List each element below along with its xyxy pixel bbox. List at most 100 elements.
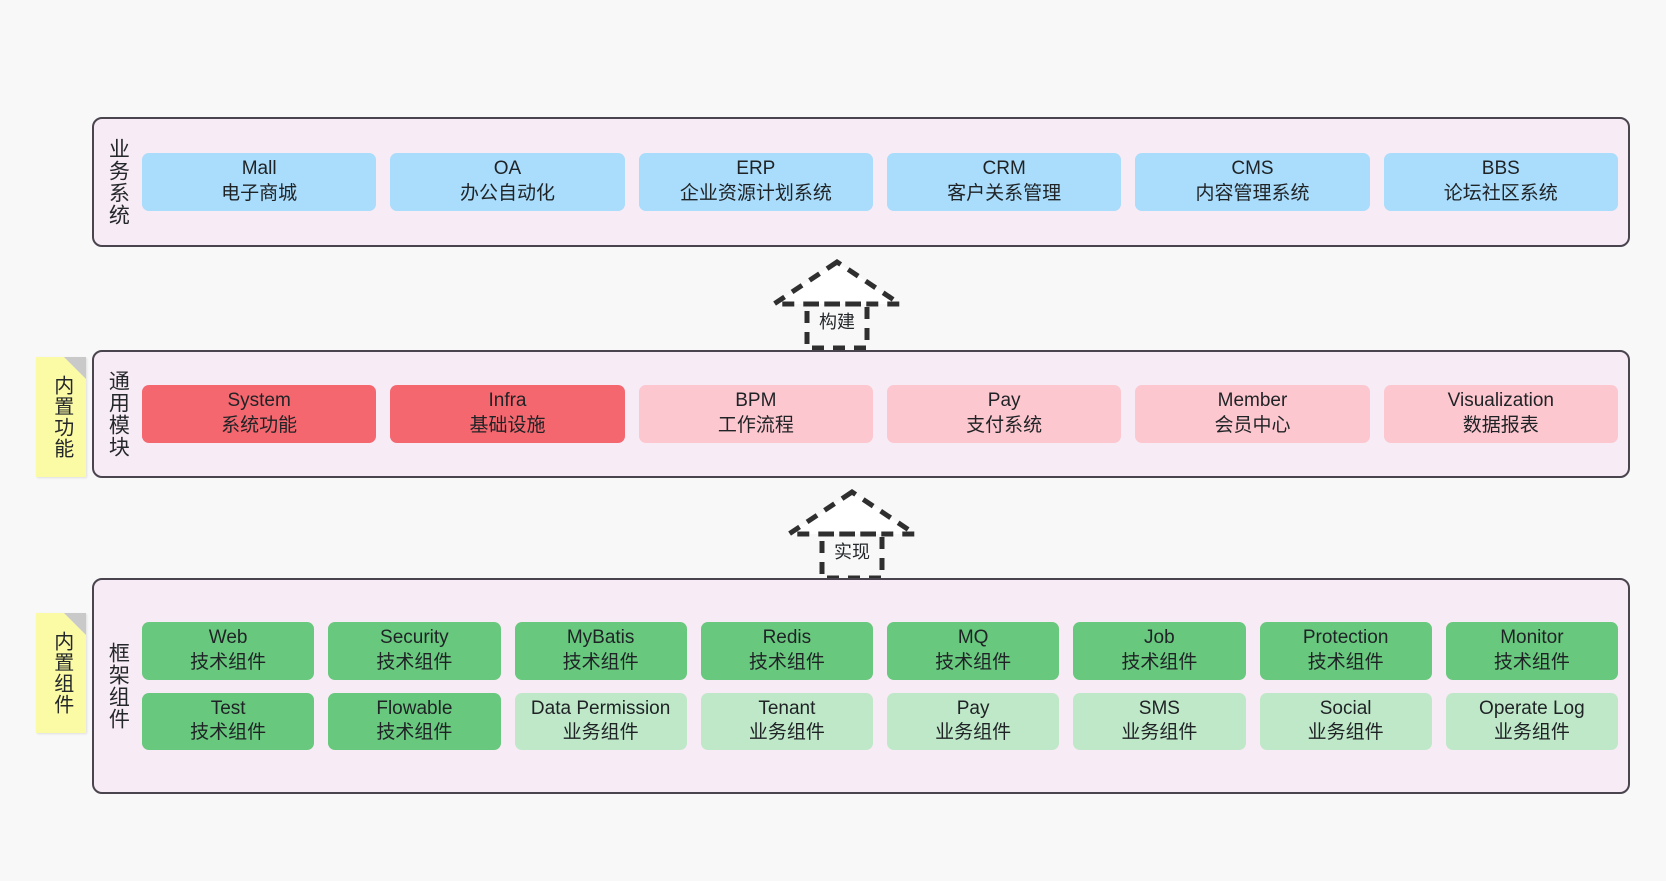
card-title: Web	[208, 627, 248, 649]
card-social[interactable]: Social 业务组件	[1259, 692, 1432, 750]
card-crm[interactable]: CRM 客户关系管理	[886, 153, 1122, 211]
card-title: System	[227, 390, 291, 412]
card-test[interactable]: Test 技术组件	[142, 692, 315, 750]
card-title: MQ	[957, 627, 989, 649]
card-subtitle: 客户关系管理	[947, 183, 1062, 204]
card-bpm[interactable]: BPM 工作流程	[638, 385, 873, 443]
card-row: System 系统功能 Infra 基础设施 BPM 工作流程 Pay 支付系统…	[142, 385, 1618, 443]
card-title: BBS	[1481, 158, 1520, 180]
layer-business-systems[interactable]: 业务系统 Mall 电子商城 OA 办公自动化 ERP 企业资源计划系统 CRM…	[92, 117, 1630, 247]
card-title: Security	[380, 627, 449, 649]
connector-implement-label: 实现	[834, 542, 870, 562]
card-mybatis[interactable]: MyBatis 技术组件	[514, 622, 687, 680]
card-redis[interactable]: Redis 技术组件	[700, 622, 873, 680]
card-title: Social	[1319, 697, 1372, 719]
card-subtitle: 系统功能	[221, 415, 298, 436]
sticky-note-label: 内置功能	[50, 375, 73, 459]
card-title: Mall	[241, 158, 277, 180]
card-cms[interactable]: CMS 内容管理系统	[1135, 153, 1370, 211]
card-subtitle: 工作流程	[717, 415, 794, 436]
card-title: Tenant	[758, 697, 816, 719]
card-row: Mall 电子商城 OA 办公自动化 ERP 企业资源计划系统 CRM 客户关系…	[142, 153, 1618, 211]
card-subtitle: 业务组件	[1307, 722, 1384, 744]
card-title: Operate Log	[1479, 697, 1585, 719]
generalization-arrow-icon	[780, 488, 924, 581]
card-title: Flowable	[376, 697, 453, 719]
layer-body-framework-components: Web 技术组件 Security 技术组件 MyBatis 技术组件 Redi…	[140, 580, 1628, 792]
card-subtitle: 企业资源计划系统	[679, 183, 832, 204]
card-title: CMS	[1231, 158, 1274, 180]
card-visualization[interactable]: Visualization 数据报表	[1383, 385, 1618, 443]
card-sms[interactable]: SMS 业务组件	[1073, 692, 1246, 750]
card-mq[interactable]: MQ 技术组件	[887, 622, 1060, 680]
card-subtitle: 技术组件	[1307, 651, 1384, 673]
card-subtitle: 技术组件	[748, 651, 825, 673]
card-subtitle: 会员中心	[1214, 415, 1291, 436]
card-subtitle: 数据报表	[1462, 415, 1539, 436]
card-subtitle: 技术组件	[190, 722, 267, 744]
layer-body-business-systems: Mall 电子商城 OA 办公自动化 ERP 企业资源计划系统 CRM 客户关系…	[140, 119, 1628, 245]
card-title: Member	[1217, 390, 1288, 412]
card-row-technical: Web 技术组件 Security 技术组件 MyBatis 技术组件 Redi…	[142, 622, 1618, 680]
card-row-business: Test 技术组件 Flowable 技术组件 Data Permission …	[142, 692, 1618, 750]
card-subtitle: 内容管理系统	[1195, 183, 1310, 204]
sticky-note-label: 内置组件	[50, 631, 73, 715]
card-subtitle: 办公自动化	[459, 183, 555, 204]
card-title: CRM	[982, 158, 1026, 180]
card-subtitle: 支付系统	[966, 415, 1043, 436]
card-monitor[interactable]: Monitor 技术组件	[1445, 622, 1618, 680]
connector-build-label: 构建	[819, 312, 855, 332]
card-operate-log[interactable]: Operate Log 业务组件	[1445, 692, 1618, 750]
card-subtitle: 业务组件	[1121, 722, 1198, 744]
card-bbs[interactable]: BBS 论坛社区系统	[1383, 153, 1618, 211]
card-infra[interactable]: Infra 基础设施	[390, 385, 625, 443]
card-pay[interactable]: Pay 支付系统	[886, 385, 1122, 443]
layer-body-common-modules: System 系统功能 Infra 基础设施 BPM 工作流程 Pay 支付系统…	[140, 352, 1628, 476]
card-subtitle: 技术组件	[935, 651, 1012, 673]
layer-framework-components[interactable]: 框架组件 Web 技术组件 Security 技术组件 MyBatis 技术组件…	[92, 578, 1630, 794]
card-subtitle: 业务组件	[748, 722, 825, 744]
layer-common-modules[interactable]: 通用模块 System 系统功能 Infra 基础设施 BPM 工作流程 Pay…	[92, 350, 1630, 478]
card-subtitle: 电子商城	[221, 183, 298, 204]
sticky-note-builtin-components: 内置组件	[36, 613, 86, 733]
card-mall[interactable]: Mall 电子商城	[142, 153, 377, 211]
card-subtitle: 技术组件	[1121, 651, 1198, 673]
card-title: BPM	[735, 390, 777, 412]
card-title: OA	[493, 158, 522, 180]
card-protection[interactable]: Protection 技术组件	[1259, 622, 1432, 680]
card-subtitle: 业务组件	[1493, 722, 1570, 744]
sticky-note-builtin-features: 内置功能	[36, 357, 86, 477]
card-data-permission[interactable]: Data Permission 业务组件	[514, 692, 687, 750]
card-system[interactable]: System 系统功能	[142, 385, 377, 443]
card-subtitle: 技术组件	[562, 651, 639, 673]
card-title: Data Permission	[530, 697, 671, 719]
connector-implement: 实现	[777, 488, 927, 581]
card-title: Test	[210, 697, 246, 719]
card-flowable[interactable]: Flowable 技术组件	[328, 692, 501, 750]
card-title: Protection	[1302, 627, 1389, 649]
card-oa[interactable]: OA 办公自动化	[390, 153, 625, 211]
card-subtitle: 业务组件	[562, 722, 639, 744]
card-subtitle: 技术组件	[376, 651, 453, 673]
card-title: Infra	[488, 390, 527, 412]
card-title: Job	[1144, 627, 1175, 649]
note-fold-corner-icon	[64, 357, 86, 379]
layer-title-common-modules: 通用模块	[106, 370, 130, 458]
card-job[interactable]: Job 技术组件	[1073, 622, 1246, 680]
card-member[interactable]: Member 会员中心	[1135, 385, 1370, 443]
card-title: Monitor	[1500, 627, 1564, 649]
card-security[interactable]: Security 技术组件	[328, 622, 501, 680]
card-subtitle: 业务组件	[935, 722, 1012, 744]
card-erp[interactable]: ERP 企业资源计划系统	[638, 153, 873, 211]
card-title: Visualization	[1447, 390, 1554, 412]
card-subtitle: 技术组件	[190, 651, 267, 673]
card-web[interactable]: Web 技术组件	[142, 622, 315, 680]
card-subtitle: 论坛社区系统	[1443, 183, 1558, 204]
layer-title-framework-components: 框架组件	[106, 642, 130, 730]
layer-title-business-systems: 业务系统	[106, 138, 130, 226]
note-fold-corner-icon	[64, 613, 86, 635]
card-pay-business[interactable]: Pay 业务组件	[887, 692, 1060, 750]
card-title: ERP	[736, 158, 776, 180]
card-subtitle: 技术组件	[376, 722, 453, 744]
card-tenant[interactable]: Tenant 业务组件	[700, 692, 873, 750]
